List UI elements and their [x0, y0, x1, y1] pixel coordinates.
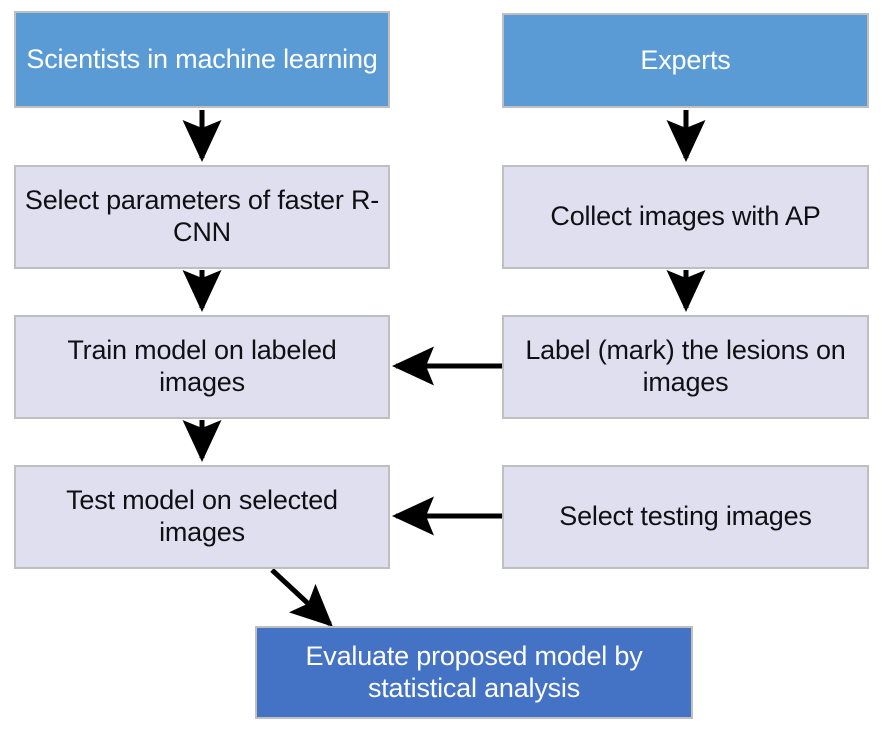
node-experts-label: Experts [640, 44, 731, 75]
node-evaluate-model-label: Evaluate proposed model by statistical a… [305, 640, 643, 703]
node-scientists[interactable]: Scientists in machine learning [14, 11, 390, 108]
node-train-model-label: Train model on labeled images [67, 335, 337, 397]
node-collect-images[interactable]: Collect images with AP [502, 165, 869, 269]
node-select-testing-images-label: Select testing images [559, 501, 812, 532]
node-select-testing-images[interactable]: Select testing images [502, 465, 869, 569]
node-label-lesions[interactable]: Label (mark) the lesions on images [502, 315, 869, 419]
node-select-parameters[interactable]: Select parameters of faster R-CNN [14, 165, 390, 269]
node-evaluate-model[interactable]: Evaluate proposed model by statistical a… [255, 626, 693, 719]
node-label-lesions-label: Label (mark) the lesions on images [525, 335, 846, 397]
node-experts[interactable]: Experts [502, 13, 869, 108]
node-scientists-label: Scientists in machine learning [26, 43, 378, 74]
node-collect-images-label: Collect images with AP [550, 201, 821, 232]
edge-test-model-to-evaluate-model [270, 568, 333, 627]
node-test-model[interactable]: Test model on selected images [14, 465, 390, 569]
node-test-model-label: Test model on selected images [66, 485, 338, 547]
node-train-model[interactable]: Train model on labeled images [14, 315, 390, 419]
node-select-parameters-label: Select parameters of faster R-CNN [24, 185, 380, 247]
